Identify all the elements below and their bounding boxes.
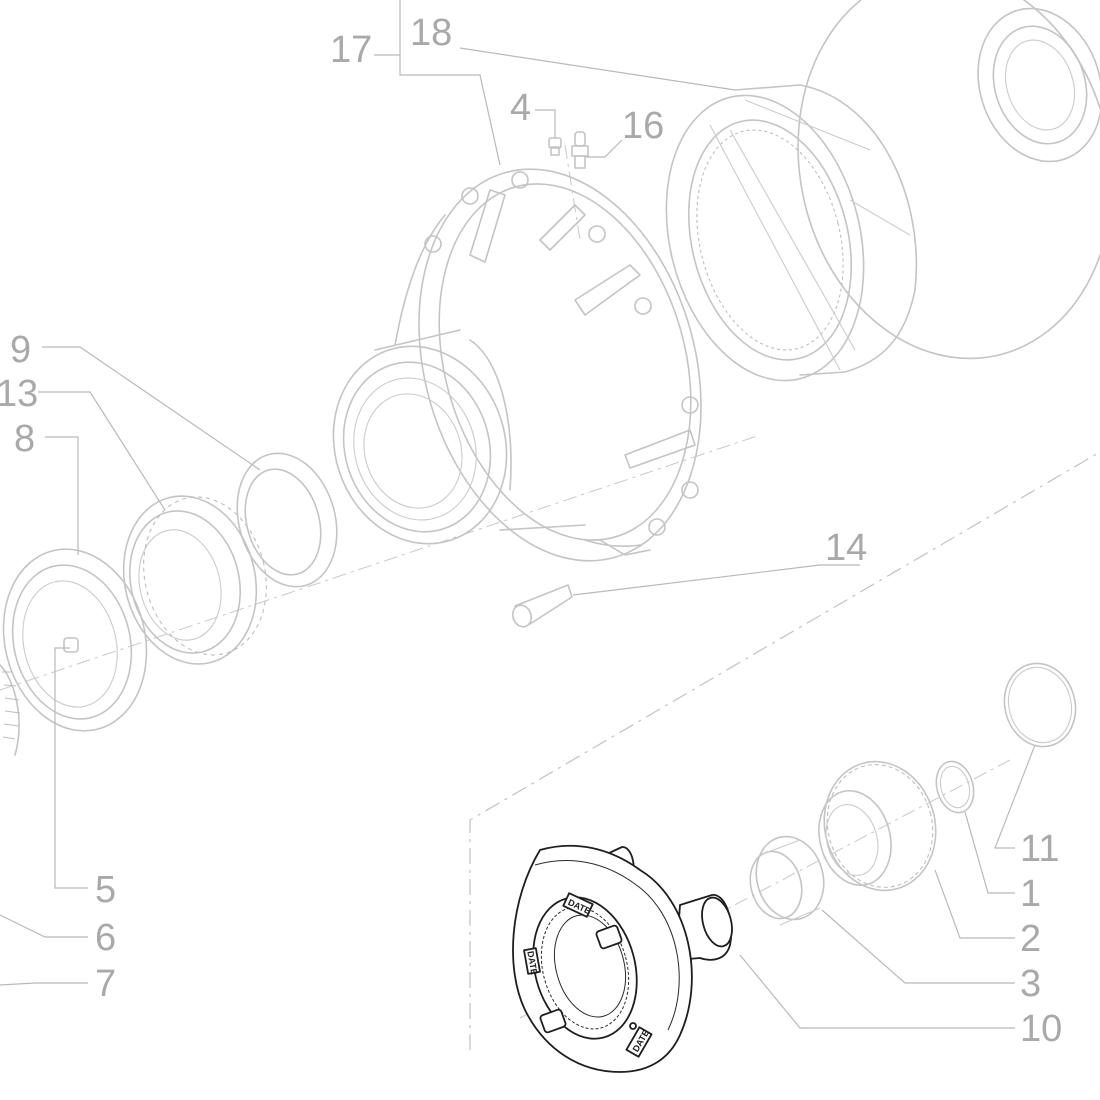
callout-3: 3 [1020, 963, 1041, 1005]
callout-4: 4 [510, 87, 531, 129]
callout-7: 7 [95, 963, 116, 1005]
hub-housing-part [332, 168, 702, 562]
center-axes [0, 144, 1011, 1019]
callout-14: 14 [825, 527, 867, 569]
callout-8: 8 [14, 418, 35, 460]
callout-17: 17 [330, 29, 372, 71]
callout-18: 18 [410, 12, 452, 54]
snap-ring-small-part [935, 760, 975, 814]
ring-gear-part [665, 84, 918, 382]
callout-9: 9 [10, 329, 31, 371]
callout-11: 11 [1020, 828, 1059, 870]
shaft-stub-part [0, 664, 21, 756]
plate-label-left: DATE [525, 950, 539, 975]
callout-6: 6 [95, 917, 116, 959]
leader-lines [0, 0, 1036, 1029]
callout-2: 2 [1020, 918, 1041, 960]
bolt-part [511, 584, 573, 628]
large-disc-part [797, 0, 1100, 360]
callout-16: 16 [622, 105, 664, 147]
bearing-part [122, 495, 267, 665]
snap-ring-large-part [1003, 662, 1077, 748]
callout-1: 1 [1020, 873, 1041, 915]
spur-gear-part [818, 760, 937, 892]
callout-labels: 17 18 4 16 9 13 8 14 5 6 7 11 1 2 3 10 [0, 12, 1062, 1050]
callout-10: 10 [1020, 1008, 1062, 1050]
callout-13: 13 [0, 373, 38, 415]
bushing-part [749, 835, 825, 926]
plug-part [548, 137, 562, 156]
cover-part [2, 548, 148, 732]
grease-nipple-part [571, 131, 589, 169]
subassembly-frame [469, 451, 1100, 1050]
callout-5: 5 [95, 869, 116, 911]
planet-carrier-part-highlighted: DATE DATE DATE [512, 844, 733, 1073]
